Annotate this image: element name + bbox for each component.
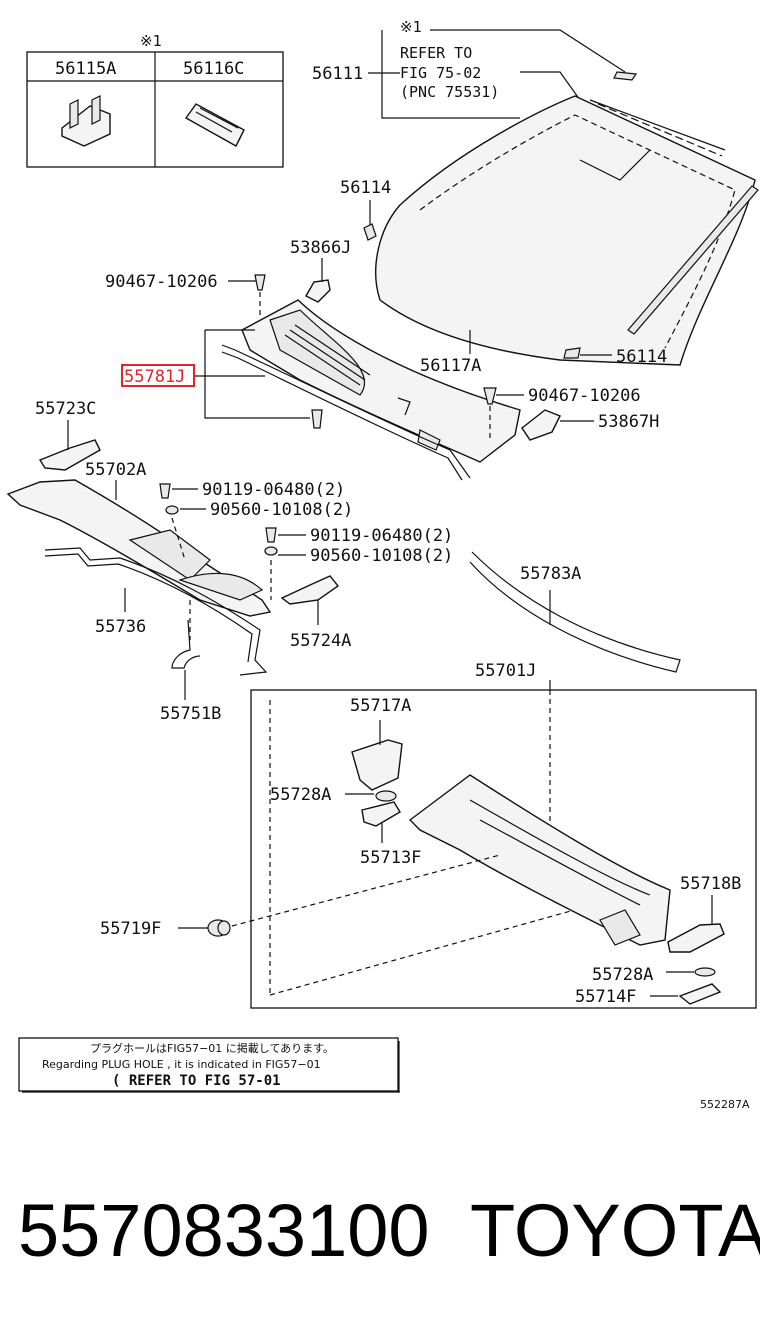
label-55781j: 55781J — [124, 367, 185, 387]
hose-55751b — [171, 619, 201, 669]
bracket-55723c — [38, 439, 101, 471]
label-55701j: 55701J — [475, 661, 536, 681]
pad-55728a-b — [694, 967, 716, 977]
refer-note: ※1 REFER TO FIG 75-02 (PNC 75531) — [381, 18, 626, 119]
inset-marker: ※1 — [140, 32, 162, 50]
cowl-top-panel — [408, 774, 671, 946]
strip-55783a — [469, 551, 681, 673]
label-90467-right: 90467-10206 — [528, 386, 641, 406]
cowl-louver-56117a — [241, 299, 521, 463]
bracket-55724a — [280, 575, 340, 605]
refer-line-1: REFER TO — [400, 44, 472, 62]
inset-header-56115a: 56115A — [55, 59, 116, 79]
label-90119-a: 90119-06480(2) — [202, 480, 345, 500]
seal-55736 — [44, 547, 268, 676]
label-55719f: 55719F — [100, 919, 161, 939]
label-53866j: 53866J — [290, 238, 351, 258]
seal-clip — [311, 409, 323, 429]
inset-header-56116c: 56116C — [183, 59, 244, 79]
bracket-55718b — [667, 923, 725, 953]
label-55723c: 55723C — [35, 399, 96, 419]
label-90560-a: 90560-10108(2) — [210, 500, 353, 520]
label-55717a: 55717A — [350, 696, 411, 716]
label-56111: 56111 — [312, 64, 363, 84]
label-55713f: 55713F — [360, 848, 421, 868]
windshield-glass — [375, 71, 759, 366]
clip-90467-right — [483, 387, 497, 405]
assembly-box-55701j — [250, 689, 757, 1009]
label-56117a: 56117A — [420, 356, 481, 376]
refer-line-3: (PNC 75531) — [400, 83, 499, 101]
part-53867h — [521, 409, 561, 441]
bracket-55717a — [351, 739, 403, 791]
bracket-55714f — [678, 983, 722, 1005]
pad-55728a-a — [375, 790, 397, 802]
clip-56116c-drawing — [184, 103, 245, 147]
part-56114-top — [363, 223, 377, 241]
seal-55781j — [221, 344, 471, 481]
plug-hole-note: プラグホールはFIG57−01 に掲載してあります。 Regarding PLU… — [18, 1037, 400, 1093]
label-55702a: 55702A — [85, 460, 146, 480]
plug-55719f — [207, 919, 231, 937]
bracket-55713f — [361, 801, 401, 827]
label-56114-top: 56114 — [340, 178, 391, 198]
label-55714f: 55714F — [575, 987, 636, 1007]
label-55751b: 55751B — [160, 704, 221, 724]
label-90560-b: 90560-10108(2) — [310, 546, 453, 566]
label-55718b: 55718B — [680, 874, 741, 894]
label-90119-b: 90119-06480(2) — [310, 526, 453, 546]
figure-code: 552287A — [700, 1098, 750, 1111]
bolt-washer-b — [264, 527, 278, 556]
label-90467-left: 90467-10206 — [105, 272, 218, 292]
label-55736: 55736 — [95, 617, 146, 637]
label-55728a-b: 55728A — [592, 965, 653, 985]
clip-56115a-drawing — [61, 95, 111, 147]
clip-inset-table: ※1 56115A 56116C — [26, 32, 284, 168]
part-53866j — [305, 279, 331, 303]
refer-line-2: FIG 75-02 — [400, 64, 481, 82]
label-53867h: 53867H — [598, 412, 659, 432]
highlight-box-55781j — [121, 364, 195, 387]
part-56114-right — [563, 347, 581, 359]
clip-90467-left — [254, 274, 266, 291]
bolt-washer-a — [159, 483, 179, 515]
cowl-panel-55702a — [6, 479, 272, 617]
label-55728a-a: 55728A — [270, 785, 331, 805]
label-55783a: 55783A — [520, 564, 581, 584]
footer-part-number: 5570833100 — [18, 1189, 430, 1272]
label-55724a: 55724A — [290, 631, 351, 651]
note-line-jp: プラグホールはFIG57−01 に掲載してあります。 — [90, 1041, 334, 1055]
label-56114-right: 56114 — [616, 347, 667, 367]
note-line-ref: ( REFER TO FIG 57-01 — [112, 1073, 281, 1089]
note-line-en: Regarding PLUG HOLE , it is indicated in… — [42, 1058, 321, 1071]
refer-marker: ※1 — [400, 18, 422, 36]
footer-brand: TOYOTA — [470, 1189, 760, 1272]
